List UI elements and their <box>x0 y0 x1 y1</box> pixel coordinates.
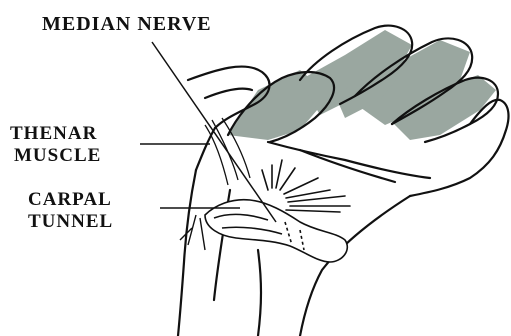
thenar-muscle-label-line2: MUSCLE <box>14 146 101 165</box>
carpal-tunnel-label-line2: TUNNEL <box>28 212 113 231</box>
nerve-branches <box>180 215 205 250</box>
carpal-tunnel-label-line1: CARPAL <box>28 190 112 209</box>
forearm-outline <box>178 170 196 336</box>
carpal-tunnel-structure <box>205 200 347 262</box>
tendon-fan <box>262 160 350 212</box>
median-nerve-label: MEDIAN NERVE <box>42 14 212 34</box>
thenar-muscle-label-line1: THENAR <box>10 124 97 143</box>
